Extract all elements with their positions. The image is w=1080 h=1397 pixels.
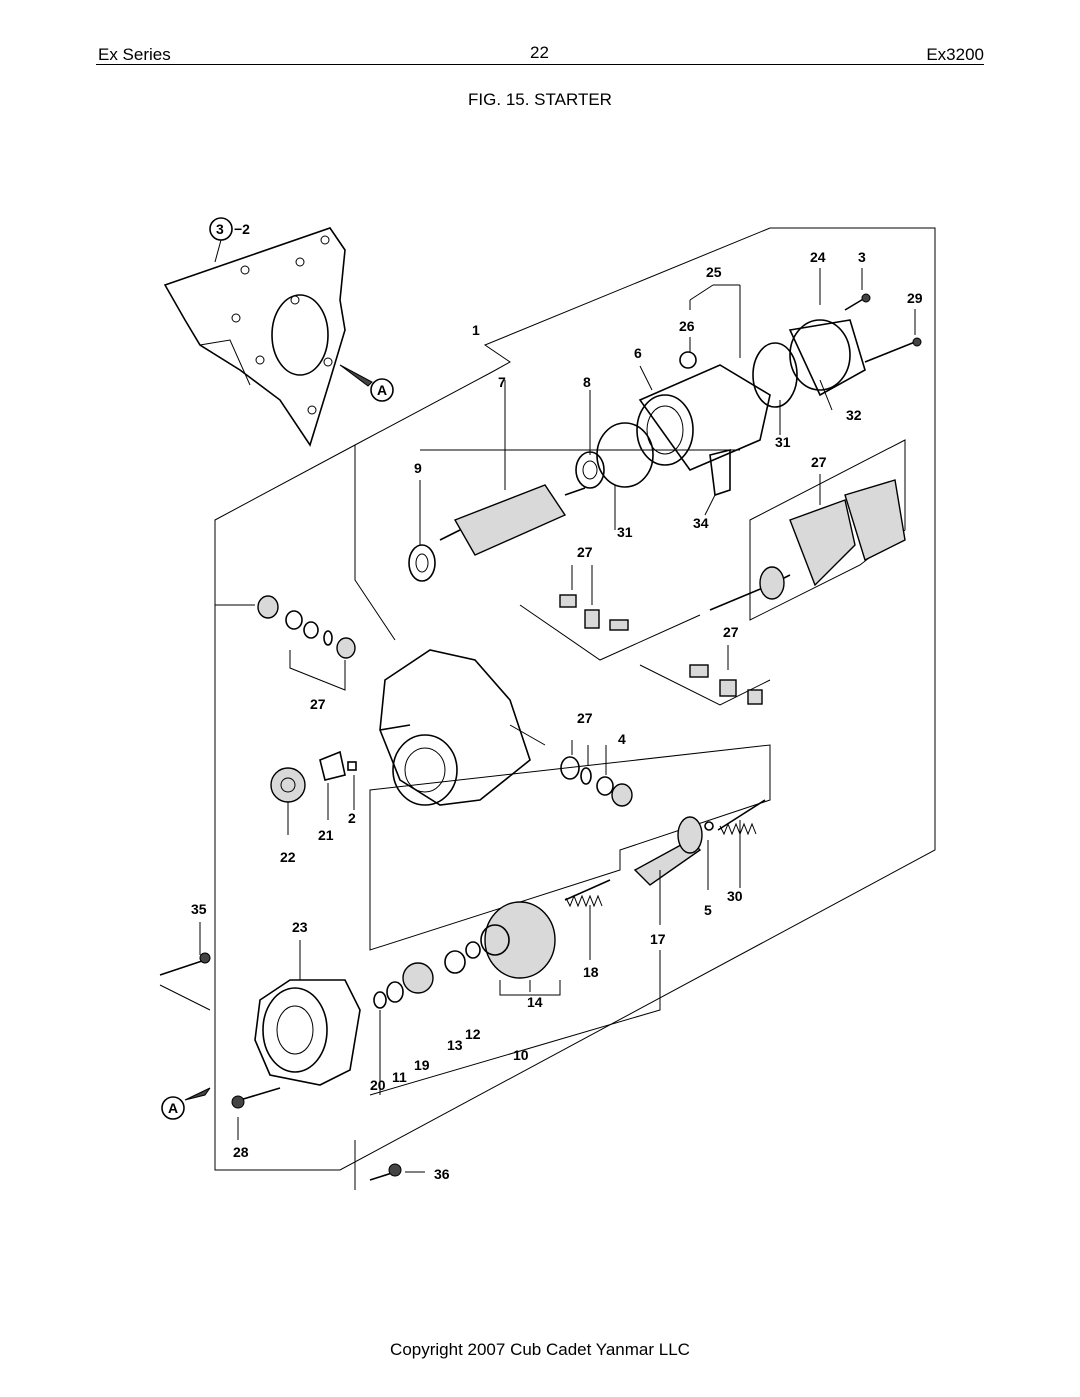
o-ring: [752, 342, 798, 408]
callout-29: 29: [907, 290, 923, 306]
idle-gear: [402, 962, 434, 994]
figure-title: FIG. 15. STARTER: [468, 90, 612, 109]
callout-27-cover: 27: [811, 454, 827, 470]
callout-9: 9: [414, 460, 422, 476]
gasket: [789, 499, 856, 587]
assembly-outline: [214, 227, 936, 1171]
ref-a-bottom: A: [168, 1100, 178, 1116]
callout-5: 5: [704, 902, 712, 918]
model-label: Ex3200: [926, 45, 984, 64]
callout-23: 23: [292, 919, 308, 935]
gear-hub: [319, 750, 346, 781]
callout-25: 25: [706, 264, 722, 280]
arrow-icon: [339, 364, 373, 387]
callout-31-cover: 31: [775, 434, 791, 450]
callout-3-2-suffix: −2: [234, 221, 250, 237]
ref-a-circle-bottom: [161, 1096, 185, 1120]
callout-34: 34: [693, 515, 709, 531]
callout-19: 19: [414, 1057, 430, 1073]
drive-gear: [270, 767, 306, 803]
solenoid-housing: [379, 649, 531, 806]
callout-20: 20: [370, 1077, 386, 1093]
return-spring: [717, 799, 766, 831]
callout-35: 35: [191, 901, 207, 917]
brush-spring: [679, 351, 697, 369]
callout-28: 28: [233, 1144, 249, 1160]
rear-cover: [788, 319, 866, 397]
callout-10: 10: [513, 1047, 529, 1063]
callout-2: 2: [348, 810, 356, 826]
terminal-plate: [719, 679, 737, 697]
arrow-icon: [184, 1087, 211, 1101]
callout-13: 13: [447, 1037, 463, 1053]
callout-31-ring: 31: [617, 524, 633, 540]
terminal-nuts-left: [257, 595, 356, 659]
callout-24: 24: [810, 249, 826, 265]
terminal-bolt: [609, 619, 629, 631]
seal-ring: [560, 756, 580, 780]
through-bolt: [864, 341, 916, 363]
callout-1: 1: [472, 322, 480, 338]
spring: [444, 950, 466, 974]
terminal-clamp: [559, 594, 577, 608]
compression-spring: [564, 879, 611, 901]
callout-22: 22: [280, 849, 296, 865]
pinion-housing: [254, 979, 361, 1086]
bolt-28: [239, 1087, 281, 1101]
callout-26: 26: [679, 318, 695, 334]
retainer-ring: [465, 941, 481, 959]
overrunning-clutch: [484, 901, 556, 979]
header-rule: [96, 64, 984, 65]
armature: [408, 451, 605, 582]
callout-7: 7: [498, 374, 506, 390]
callout-36: 36: [434, 1166, 450, 1182]
callout-8: 8: [583, 374, 591, 390]
terminal-nut: [584, 609, 600, 629]
ref-a-circle-top: [370, 378, 394, 402]
callout-18: 18: [583, 964, 599, 980]
terminal-clamp-2: [689, 664, 709, 678]
brush-holder-clip: [709, 448, 731, 497]
screw: [844, 297, 866, 311]
terminal-nut-2: [747, 689, 763, 705]
series-label: Ex Series: [98, 45, 171, 64]
steel-ball: [704, 821, 714, 831]
callout-27-washers: 27: [577, 710, 593, 726]
mounting-plate: [163, 227, 346, 447]
yoke: [596, 364, 771, 488]
callout-27-nuts: 27: [310, 696, 326, 712]
callout-12: 12: [465, 1026, 481, 1042]
callout-6: 6: [634, 345, 642, 361]
ref-a-top: A: [377, 382, 387, 398]
callout-17: 17: [650, 931, 666, 947]
callout-3-2: 3: [216, 221, 224, 237]
callout-14: 14: [527, 994, 543, 1010]
callout-21: 21: [318, 827, 334, 843]
page-number: 22: [530, 43, 549, 62]
callout-32: 32: [846, 407, 862, 423]
end-cover: [844, 479, 906, 561]
copyright-footer: Copyright 2007 Cub Cadet Yanmar LLC: [390, 1340, 690, 1359]
callout-27-terminal: 27: [577, 544, 593, 560]
bolt-35: [159, 959, 206, 976]
leader-lines: [199, 268, 916, 1173]
callout-11: 11: [392, 1069, 407, 1085]
key-pin: [347, 761, 357, 771]
callout-3: 3: [858, 249, 866, 265]
callout-27-clamp: 27: [723, 624, 739, 640]
callout-4: 4: [618, 731, 626, 747]
callout-30: 30: [727, 888, 743, 904]
